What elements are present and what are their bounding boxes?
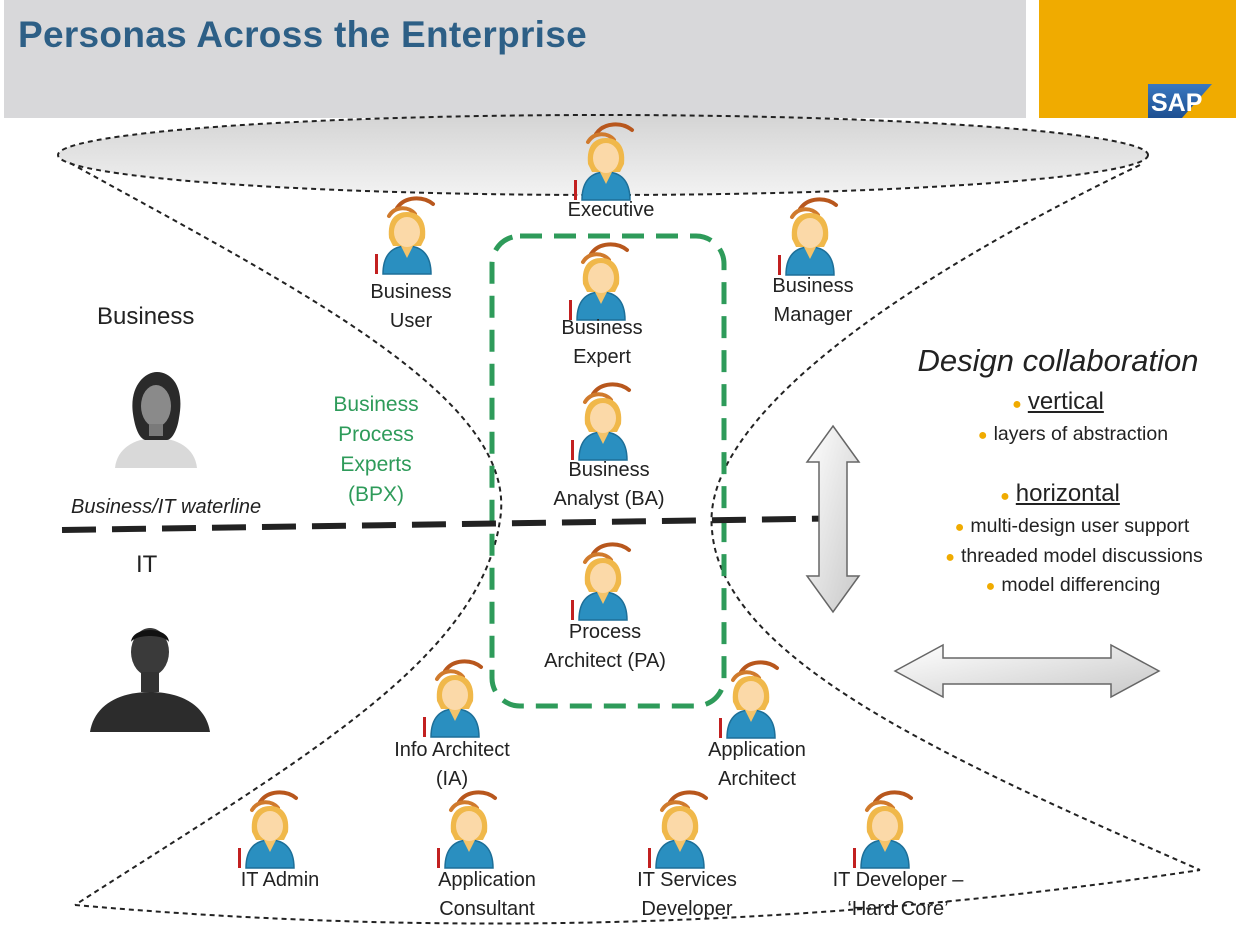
vertical-arrow <box>805 424 861 614</box>
persona-icon-business-user <box>375 194 439 276</box>
persona-label-it-developer-hard-core: IT Developer –‘Hard Core’ <box>832 869 964 920</box>
right-funnel-edge <box>710 164 1201 871</box>
zone-label-business: Business <box>97 303 195 330</box>
logo-box <box>1039 0 1236 118</box>
horizontal-item: ●multi-design user support <box>954 515 1190 537</box>
horizontal-item: ●model differencing <box>985 574 1161 596</box>
bottom-edge <box>74 869 1201 925</box>
vertical-item: ●layers of abstraction <box>977 423 1169 445</box>
svg-text:SAP: SAP <box>1151 89 1202 117</box>
bullet-dot: ● <box>954 519 965 536</box>
sap-logo: SAP <box>1148 84 1212 118</box>
persona-label-executive: Executive <box>567 199 655 221</box>
horizontal-arrow <box>893 643 1161 699</box>
waterline-label: Business/IT waterline <box>71 496 262 518</box>
persona-icon-application-architect <box>719 658 783 740</box>
businessman-photo <box>88 618 212 732</box>
design-collaboration-title: Design collaboration <box>917 343 1199 378</box>
bullet-dot: ● <box>1012 396 1022 413</box>
persona-icon-executive <box>574 120 638 202</box>
persona-label-info-architect: Info Architect(IA) <box>394 739 510 790</box>
title-bar <box>4 0 1026 118</box>
persona-icon-it-developer-hard-core <box>853 788 917 870</box>
bullet-dot: ● <box>985 578 996 595</box>
waterline <box>61 515 861 533</box>
bpx-box <box>489 233 727 709</box>
bullet-dot: ● <box>977 427 988 444</box>
persona-icon-business-analyst <box>571 380 635 462</box>
businesswoman-photo <box>105 368 207 468</box>
persona-label-it-admin: IT Admin <box>240 869 320 891</box>
bullet-dot: ● <box>945 549 955 566</box>
persona-icon-info-architect <box>423 657 487 739</box>
persona-icon-business-expert <box>569 240 633 322</box>
slide-title: Personas Across the Enterprise <box>18 14 588 55</box>
persona-icon-process-architect <box>571 540 635 622</box>
persona-icon-it-services-developer <box>648 788 712 870</box>
vertical-heading: ●vertical <box>1012 388 1104 415</box>
persona-icon-business-manager <box>778 195 842 277</box>
persona-icon-it-admin <box>238 788 302 870</box>
left-funnel-edge <box>69 162 503 906</box>
horizontal-item: ●threaded model discussions <box>945 545 1203 567</box>
persona-icon-application-consultant <box>437 788 501 870</box>
zone-label-it: IT <box>136 551 158 578</box>
bullet-dot: ● <box>1000 488 1010 505</box>
horizontal-heading: ●horizontal <box>1000 480 1120 507</box>
